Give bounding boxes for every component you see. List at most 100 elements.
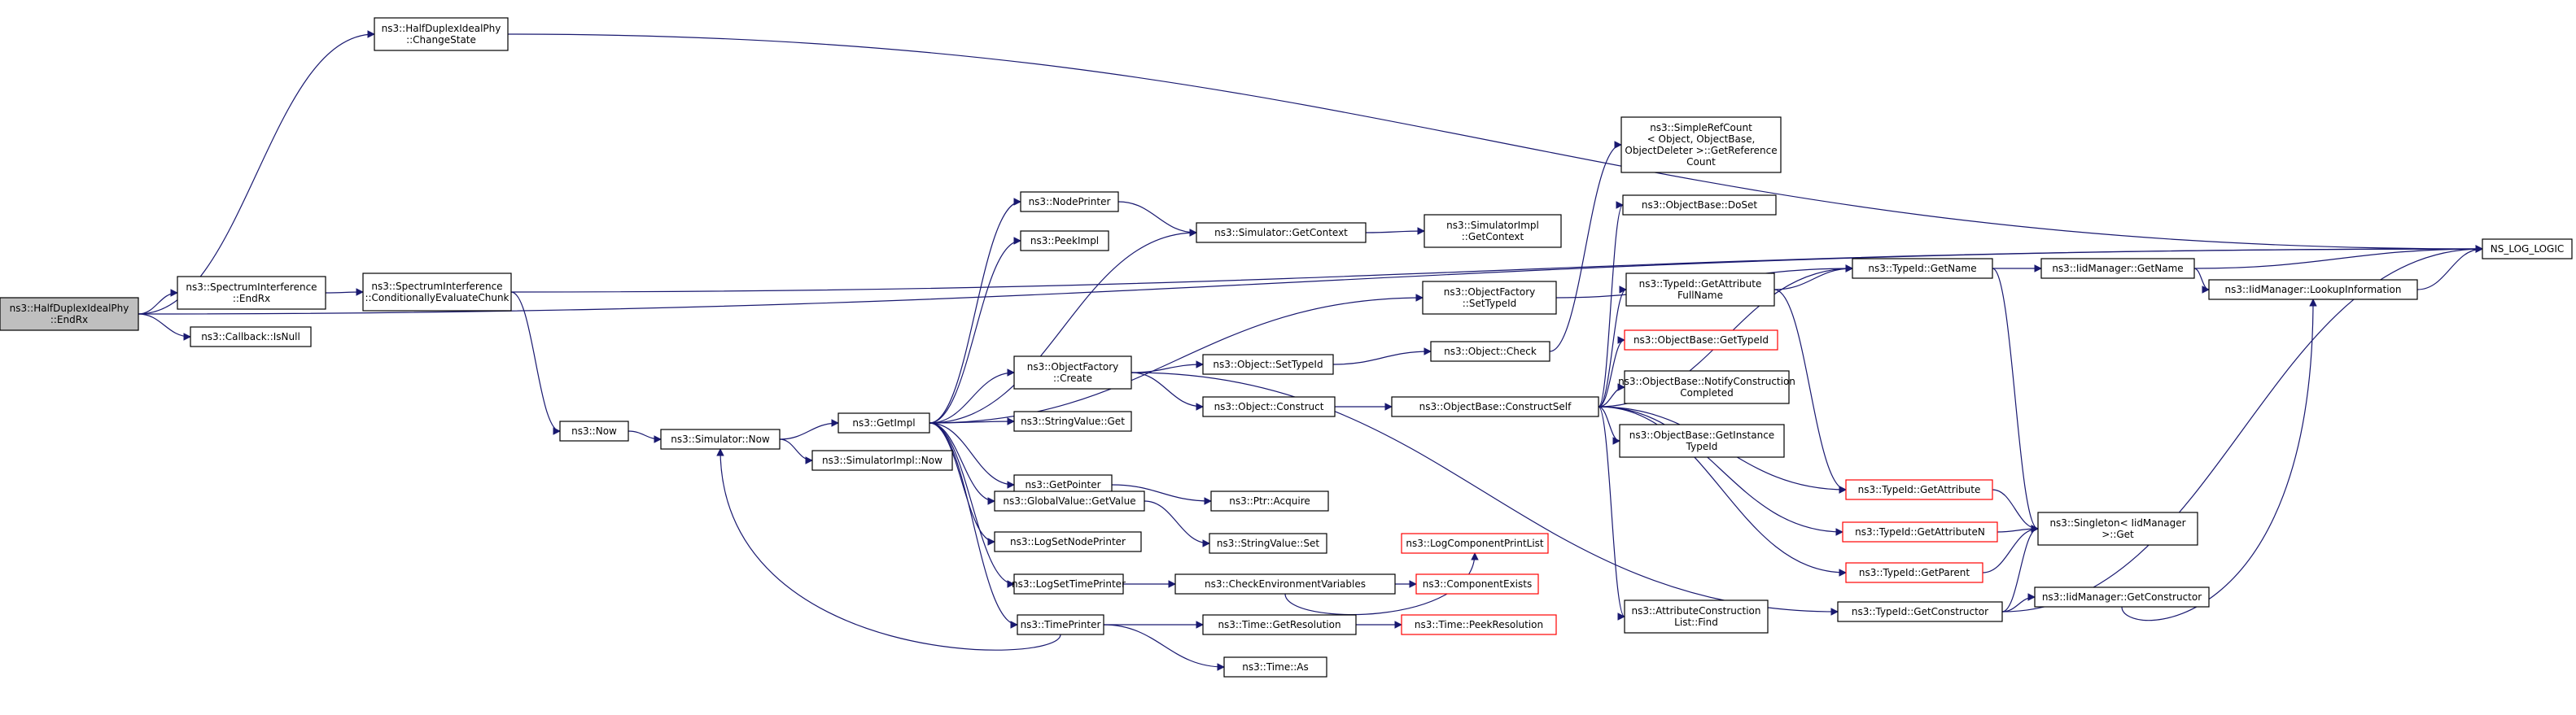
edge-construct_self-to-obgettypeid [1598, 336, 1625, 408]
edge-tgetconstructor-to-singleton [2001, 525, 2039, 613]
node-box [2208, 279, 2418, 300]
edge-construct_self-to-tgetparent [1598, 406, 1847, 577]
node-label-line: ::ConditionallyEvaluateChunk [365, 292, 509, 303]
node-now[interactable]: ns3::Now [559, 421, 629, 442]
node-box [1625, 272, 1775, 307]
node-nslog[interactable]: NS_LOG_LOGIC [2482, 238, 2573, 259]
node-box [1020, 230, 1109, 251]
node-label-line: ns3::Time::PeekResolution [1415, 619, 1543, 630]
edge-getimpl-to-timeprinter [929, 422, 1018, 629]
node-box [559, 421, 629, 442]
node-box [1391, 396, 1599, 417]
node-label-line: ::EndRx [50, 314, 88, 325]
node-box [1013, 355, 1132, 390]
node-label-line: ns3::HalfDuplexIdealPhy [382, 23, 501, 34]
node-box [177, 276, 326, 310]
node-box [1624, 599, 1769, 634]
edge-getimpl-to-lognodeprinter [929, 422, 995, 546]
node-doset[interactable]: ns3::ObjectBase::DoSet [1622, 194, 1777, 216]
node-construct-self[interactable]: ns3::ObjectBase::ConstructSelf [1391, 396, 1599, 417]
node-cond[interactable]: ns3::SpectrumInterference::Conditionally… [362, 272, 512, 312]
node-iidlookup[interactable]: ns3::IidManager::LookupInformation [2208, 279, 2418, 300]
node-iidgetname[interactable]: ns3::IidManager::GetName [2040, 258, 2195, 279]
node-logtimeprinter[interactable]: ns3::LogSetTimePrinter [1012, 573, 1126, 595]
node-getcontext[interactable]: ns3::Simulator::GetContext [1196, 222, 1367, 243]
edge-construct_self-to-getinstance [1598, 406, 1620, 445]
node-endrx[interactable]: ns3::HalfDuplexIdealPhy::EndRx [0, 297, 139, 331]
node-box [2037, 512, 2198, 546]
node-implgetcontext[interactable]: ns3::SimulatorImpl::GetContext [1424, 214, 1562, 248]
node-box [1619, 424, 1785, 458]
node-label-line: ns3::StringValue::Get [1021, 416, 1125, 427]
node-label-line: ns3::StringValue::Set [1217, 538, 1319, 549]
edge-getimpl-to-strget [929, 417, 1015, 425]
node-box [1013, 411, 1132, 432]
edge-simnow-to-simimplnow [779, 438, 813, 464]
node-notifyconst[interactable]: ns3::ObjectBase::NotifyConstructionCompl… [1618, 370, 1795, 404]
node-ptracquire[interactable]: ns3::Ptr::Acquire [1210, 490, 1329, 512]
nodes-layer: ns3::HalfDuplexIdealPhy::EndRxns3::HalfD… [0, 17, 2573, 678]
node-box [1424, 214, 1562, 248]
edge-changestate-to-nslog [507, 33, 2483, 253]
node-label-line: ns3::Callback::IsNull [201, 331, 300, 342]
node-box [362, 272, 512, 312]
node-box [1845, 562, 1983, 583]
node-logcomplist[interactable]: ns3::LogComponentPrintList [1401, 533, 1549, 554]
node-gvgetvalue[interactable]: ns3::GlobalValue::GetValue [994, 490, 1145, 512]
edge-iidlookup-to-nslog [2416, 245, 2483, 290]
node-spec-endrx[interactable]: ns3::SpectrumInterference::EndRx [177, 276, 326, 310]
node-label-line: ns3::ObjectFactory [1444, 286, 1536, 298]
node-timeprinter[interactable]: ns3::TimePrinter [1017, 614, 1104, 635]
edge-endrx-to-isnull [138, 313, 191, 341]
node-ofsettypeid[interactable]: ns3::ObjectFactory::SetTypeId [1422, 281, 1557, 315]
node-singleton[interactable]: ns3::Singleton< IidManager>::Get [2037, 512, 2198, 546]
node-label-line: ::SetTypeId [1463, 298, 1517, 309]
node-iidgetconstructor[interactable]: ns3::IidManager::GetConstructor [2034, 586, 2210, 608]
node-peekimpl[interactable]: ns3::PeekImpl [1020, 230, 1109, 251]
node-simnow[interactable]: ns3::Simulator::Now [660, 429, 781, 450]
node-label-line: ns3::ObjectBase::GetInstance [1629, 429, 1774, 441]
node-box [1223, 656, 1327, 678]
node-objconstruct[interactable]: ns3::Object::Construct [1202, 396, 1336, 417]
node-getres[interactable]: ns3::Time::GetResolution [1202, 614, 1357, 635]
edge-construct_self-to-attrfullname [1598, 286, 1627, 408]
node-box [2482, 238, 2573, 259]
node-getimpl[interactable]: ns3::GetImpl [838, 412, 930, 434]
node-ofcreate[interactable]: ns3::ObjectFactory::Create [1013, 355, 1132, 390]
node-tgetparent[interactable]: ns3::TypeId::GetParent [1845, 562, 1983, 583]
node-box [1624, 329, 1778, 351]
node-label-line: ns3::PeekImpl [1030, 235, 1099, 246]
node-simimplnow[interactable]: ns3::SimulatorImpl::Now [811, 450, 953, 471]
node-label-line: ns3::ObjectBase::DoSet [1642, 199, 1758, 211]
node-label-line: ns3::TypeId::GetConstructor [1852, 606, 1988, 617]
node-box [374, 17, 509, 51]
node-peekres[interactable]: ns3::Time::PeekResolution [1401, 614, 1557, 635]
node-label-line: List::Find [1674, 617, 1718, 628]
node-compexists[interactable]: ns3::ComponentExists [1415, 573, 1539, 595]
node-tgetname[interactable]: ns3::TypeId::GetName [1852, 258, 1993, 279]
node-box [1020, 191, 1119, 212]
node-objsettypeid[interactable]: ns3::Object::SetTypeId [1202, 354, 1334, 375]
node-refcount[interactable]: ns3::SimpleRefCount< Object, ObjectBase,… [1620, 116, 1782, 173]
node-checkenv[interactable]: ns3::CheckEnvironmentVariables [1174, 573, 1396, 595]
edge-iidgetname-to-iidlookup [2193, 268, 2210, 294]
node-strget[interactable]: ns3::StringValue::Get [1013, 411, 1132, 432]
node-label-line: < Object, ObjectBase, [1647, 133, 1756, 145]
node-obgettypeid[interactable]: ns3::ObjectBase::GetTypeId [1624, 329, 1778, 351]
node-objcheck[interactable]: ns3::Object::Check [1430, 341, 1550, 362]
node-nodeprinter[interactable]: ns3::NodePrinter [1020, 191, 1119, 212]
edge-spec_endrx-to-cond [325, 288, 364, 296]
node-strset[interactable]: ns3::StringValue::Set [1209, 533, 1327, 554]
node-tgetconstructor[interactable]: ns3::TypeId::GetConstructor [1837, 601, 2003, 622]
node-changestate[interactable]: ns3::HalfDuplexIdealPhy::ChangeState [374, 17, 509, 51]
edge-gvgetvalue-to-strset [1144, 500, 1210, 547]
node-isnull[interactable]: ns3::Callback::IsNull [190, 326, 312, 347]
node-tgetattr[interactable]: ns3::TypeId::GetAttribute [1845, 479, 1993, 500]
edge-getcontext-to-implgetcontext [1365, 227, 1425, 235]
node-lognodeprinter[interactable]: ns3::LogSetNodePrinter [994, 531, 1142, 552]
node-tgetattrn[interactable]: ns3::TypeId::GetAttributeN [1842, 521, 1998, 543]
node-timeas[interactable]: ns3::Time::As [1223, 656, 1327, 678]
